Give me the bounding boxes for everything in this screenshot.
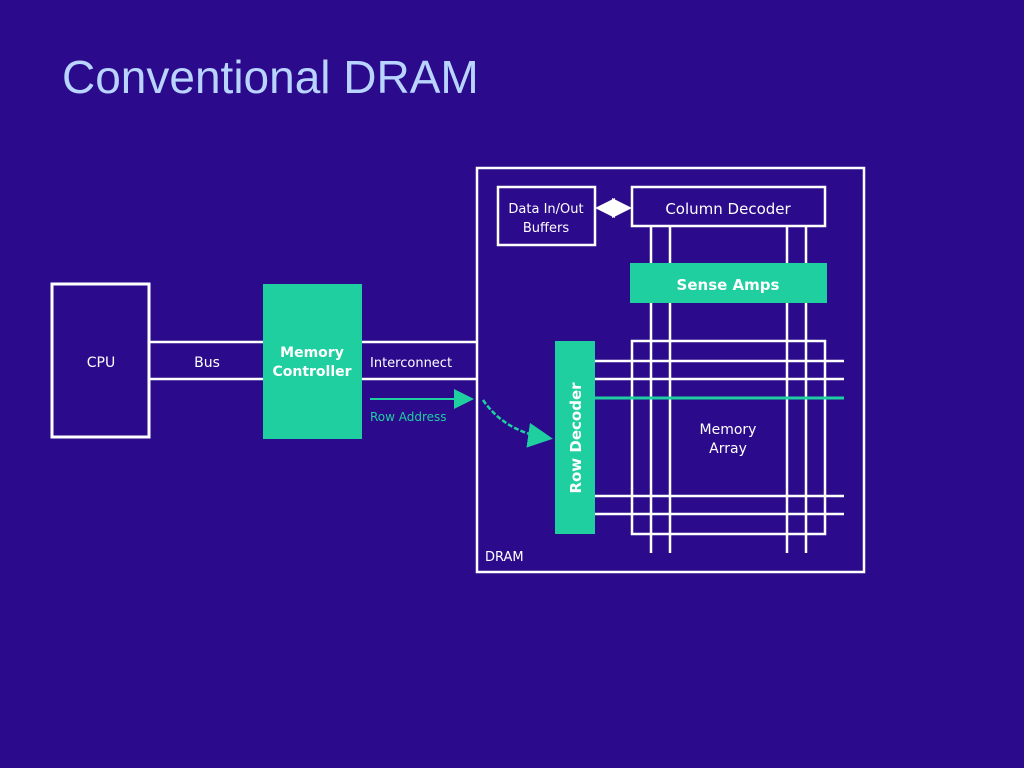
sense-amps-box [630, 263, 827, 303]
column-decoder-label: Column Decoder [665, 200, 791, 218]
row-decoder-label: Row Decoder [567, 382, 585, 494]
memory-controller-label-line2: Controller [272, 364, 351, 380]
interconnect-label: Interconnect [370, 356, 452, 371]
cpu-box [50, 282, 151, 439]
memory-array-box [630, 339, 827, 536]
dram-label: DRAM [485, 550, 524, 565]
memory-controller-box [263, 284, 362, 439]
data-buffers-label-line2: Buffers [523, 221, 569, 236]
cpu-label: CPU [87, 355, 115, 371]
dram-box [475, 166, 866, 574]
column-decoder-box [630, 185, 827, 228]
row-decoder-box [555, 341, 595, 534]
sense-amps-label: Sense Amps [677, 276, 780, 294]
data-buffers-label-line1: Data In/Out [508, 202, 583, 217]
row-decoder-feed-arrow [481, 399, 553, 448]
slide-title: Conventional DRAM [62, 51, 479, 103]
memory-array-label-line1: Memory [700, 422, 757, 438]
bus-label: Bus [194, 355, 220, 371]
row-address-label: Row Address [370, 410, 447, 424]
memory-array-label-line2: Array [709, 441, 747, 457]
memory-controller-label-line1: Memory [280, 345, 344, 361]
